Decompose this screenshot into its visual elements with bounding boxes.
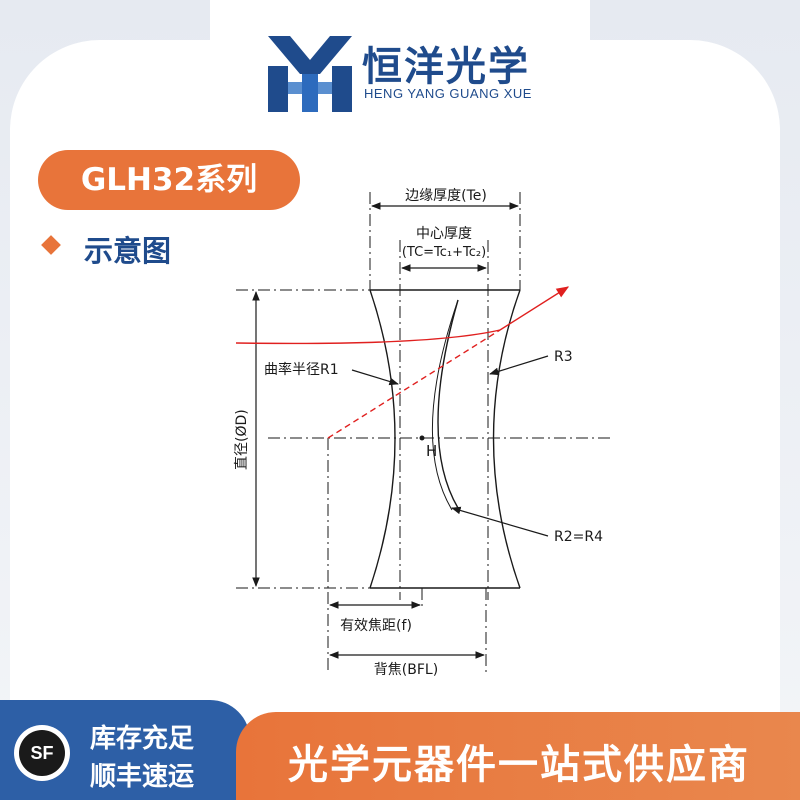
brand-name-cn: 恒洋光学 bbox=[362, 44, 530, 90]
dimension-arrows bbox=[252, 202, 549, 659]
footer-slogan-panel: 光学元器件一站式供应商 bbox=[236, 712, 800, 800]
label-effective-focal-length: 有效焦距(f) bbox=[340, 618, 412, 634]
hy-logo-icon bbox=[268, 36, 352, 112]
label-back-focal-length: 背焦(BFL) bbox=[374, 662, 438, 678]
inner-surface-r2-r4 bbox=[437, 299, 459, 509]
label-radius-r1: 曲率半径R1 bbox=[264, 361, 339, 378]
label-center-thickness-2: (TC=Tc₁+Tc₂) bbox=[402, 245, 486, 260]
brand-name-en: HENG YANG GUANG XUE bbox=[364, 86, 532, 101]
lens-outline bbox=[369, 289, 521, 589]
label-center-thickness-1: 中心厚度 bbox=[416, 226, 472, 242]
label-r2-r4: R2=R4 bbox=[554, 529, 603, 545]
footer: SF 库存充足 顺丰速运 光学元器件一站式供应商 bbox=[0, 700, 800, 800]
label-h: H bbox=[426, 442, 437, 460]
shipping-text: 顺丰速运 bbox=[90, 762, 195, 792]
footer-shipping-panel: SF 库存充足 顺丰速运 bbox=[0, 700, 250, 800]
principal-point-h bbox=[419, 435, 425, 441]
stock-text: 库存充足 bbox=[90, 724, 195, 754]
section-title: 示意图 bbox=[84, 234, 172, 268]
slogan-text: 光学元器件一站式供应商 bbox=[288, 742, 750, 788]
construction-lines bbox=[236, 192, 612, 672]
sf-logo-text: SF bbox=[19, 730, 65, 776]
series-badge: GLH32系列 bbox=[38, 150, 300, 210]
label-diameter: 直径(ØD) bbox=[233, 409, 250, 470]
label-r3: R3 bbox=[554, 349, 573, 365]
light-rays bbox=[235, 286, 570, 439]
label-edge-thickness: 边缘厚度(Te) bbox=[405, 188, 487, 204]
sf-express-logo-icon: SF bbox=[14, 725, 70, 781]
